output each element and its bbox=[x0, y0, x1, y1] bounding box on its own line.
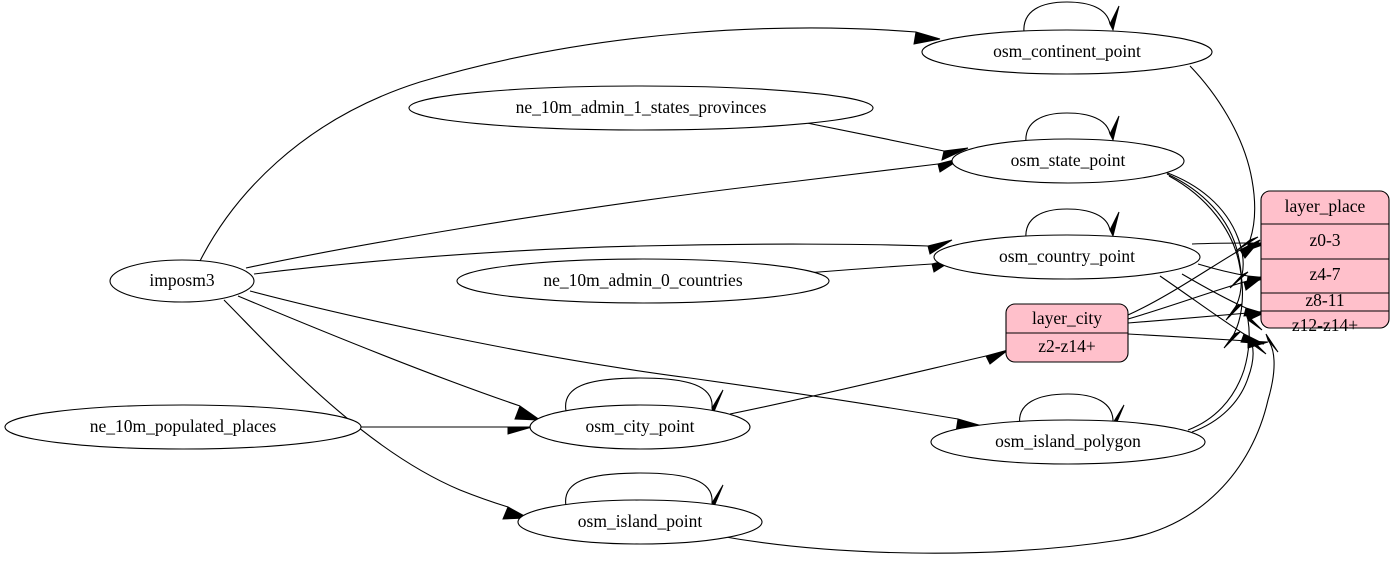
node-layer: imposm3 ne_10m_admin_1_states_provinces … bbox=[4, 29, 1213, 545]
edge-osm_state_point-to-layer_place-z4-7 bbox=[1164, 171, 1249, 289]
node-osm_state_point[interactable]: osm_state_point bbox=[951, 138, 1185, 184]
node-ne_10m_populated_places[interactable]: ne_10m_populated_places bbox=[4, 404, 362, 450]
record-row-layer_place-1[interactable]: z4-7 bbox=[1309, 264, 1340, 284]
record-node-layer_place[interactable]: layer_place z0-3 z4-7 z8-11 z12-z14+ bbox=[1260, 190, 1390, 335]
edge-osm_state_point-self-loop bbox=[1025, 112, 1120, 144]
edge-imposm3-to-osm_city_point bbox=[237, 295, 542, 421]
node-label-osm_island_polygon: osm_island_polygon bbox=[995, 431, 1141, 451]
edge-ne_10m_admin_1_states_provinces-to-osm_state_point bbox=[806, 122, 969, 161]
edge-ne_10m_populated_places-to-osm_city_point bbox=[361, 426, 533, 435]
record-row-layer_place-2[interactable]: z8-11 bbox=[1305, 290, 1344, 310]
record-row-layer_place-3[interactable]: z12-z14+ bbox=[1292, 315, 1358, 335]
node-label-osm_state_point: osm_state_point bbox=[1011, 150, 1126, 170]
record-row-layer_place-0[interactable]: z0-3 bbox=[1309, 230, 1340, 250]
edge-osm_city_point-to-layer_city-z2-z14+ bbox=[729, 349, 1009, 415]
node-osm_island_point[interactable]: osm_island_point bbox=[517, 499, 763, 545]
node-label-osm_island_point: osm_island_point bbox=[578, 511, 703, 531]
record-node-layer_city[interactable]: layer_city z2-z14+ bbox=[1005, 303, 1129, 363]
node-label-ne_10m_admin_1_states_provinces: ne_10m_admin_1_states_provinces bbox=[516, 97, 767, 117]
edge-layer_city-to-layer_place-z4-7 bbox=[1127, 275, 1265, 320]
node-label-osm_continent_point: osm_continent_point bbox=[993, 41, 1141, 61]
node-osm_island_polygon[interactable]: osm_island_polygon bbox=[930, 419, 1206, 465]
node-ne_10m_admin_0_countries[interactable]: ne_10m_admin_0_countries bbox=[456, 258, 830, 304]
node-osm_country_point[interactable]: osm_country_point bbox=[933, 234, 1201, 280]
node-osm_continent_point[interactable]: osm_continent_point bbox=[921, 29, 1213, 75]
edge-layer bbox=[199, 1, 1279, 554]
node-label-imposm3: imposm3 bbox=[149, 270, 214, 290]
edge-imposm3-to-osm_state_point bbox=[245, 157, 963, 269]
edge-imposm3-to-osm_country_point bbox=[253, 239, 953, 275]
edge-osm_continent_point-to-layer_place-z0-3 bbox=[1189, 65, 1259, 252]
record-title-layer_city: layer_city bbox=[1032, 308, 1102, 328]
node-label-osm_city_point: osm_city_point bbox=[586, 416, 695, 436]
node-ne_10m_admin_1_states_provinces[interactable]: ne_10m_admin_1_states_provinces bbox=[408, 85, 874, 131]
record-title-layer_place: layer_place bbox=[1285, 196, 1366, 216]
node-osm_city_point[interactable]: osm_city_point bbox=[529, 404, 751, 450]
edge-osm_country_point-self-loop bbox=[1025, 208, 1120, 240]
node-imposm3[interactable]: imposm3 bbox=[109, 259, 255, 303]
edge-osm_island_polygon-to-layer_place-z12-z14+ bbox=[1191, 337, 1267, 433]
record-row-layer_city-0[interactable]: z2-z14+ bbox=[1038, 336, 1096, 356]
node-label-ne_10m_admin_0_countries: ne_10m_admin_0_countries bbox=[543, 270, 742, 290]
edge-layer_city-to-layer_place-z12-z14+ bbox=[1127, 333, 1269, 349]
node-label-ne_10m_populated_places: ne_10m_populated_places bbox=[90, 416, 277, 436]
edge-ne_10m_admin_0_countries-to-osm_country_point bbox=[805, 257, 957, 274]
edge-osm_island_point-to-layer_place-z12-z14+ bbox=[719, 333, 1279, 554]
edge-layer_city-to-layer_place-z0-3 bbox=[1127, 239, 1261, 316]
edge-osm_continent_point-self-loop bbox=[1023, 1, 1120, 34]
node-label-osm_country_point: osm_country_point bbox=[999, 246, 1135, 266]
edge-imposm3-to-osm_continent_point bbox=[199, 27, 941, 262]
